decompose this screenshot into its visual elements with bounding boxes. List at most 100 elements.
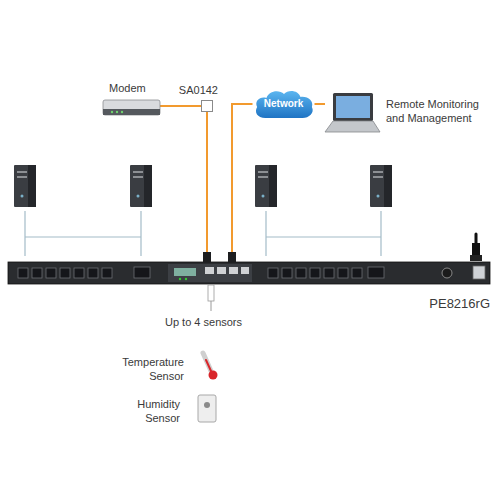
tower-drive [373, 176, 383, 178]
pdu-node: PE8216rG [8, 262, 490, 284]
temperature-sensor: Temperature Sensor [198, 350, 220, 382]
node-text: Network [264, 98, 303, 111]
modem-led [116, 111, 118, 113]
network-cable [232, 104, 253, 262]
computer-tower [370, 165, 392, 207]
sensor-body [198, 395, 216, 422]
node-label: Modem [109, 82, 146, 96]
tower-led [262, 195, 265, 198]
node-text: Remote Monitoring and Management [386, 98, 490, 126]
tower-body [255, 165, 277, 207]
outlet [32, 268, 42, 278]
node-text: Temperature Sensor [112, 356, 184, 384]
power-button [442, 268, 452, 278]
power-wire [25, 211, 141, 256]
modem-led [121, 111, 123, 113]
power-wire [266, 211, 381, 256]
network-port [241, 267, 249, 274]
network-cable [160, 105, 201, 107]
outlet [282, 268, 292, 278]
computer-tower [14, 165, 36, 207]
modem-body [103, 100, 160, 115]
outlet [134, 267, 150, 278]
outlet [338, 268, 348, 278]
tower-side [384, 165, 392, 207]
sensor-cable [208, 285, 214, 301]
pdu-body [8, 262, 490, 284]
outlet [88, 268, 98, 278]
node-text: SA0142 [179, 84, 218, 98]
node-text: Humidity Sensor [108, 398, 180, 426]
tower-side [269, 165, 277, 207]
lcd-display [174, 268, 196, 276]
laptop-keyboard [325, 121, 380, 132]
control-panel [168, 264, 252, 282]
laptop-icon [325, 93, 380, 132]
power-plug [472, 243, 480, 256]
tower-drive [17, 171, 27, 173]
node-label: PE8216rG [429, 296, 490, 312]
network-cable [315, 103, 326, 105]
network-cloud: Network [253, 88, 315, 120]
tower-led [377, 195, 380, 198]
tower-body [370, 165, 392, 207]
thermometer-mercury [206, 360, 211, 371]
sensor-wire [211, 301, 212, 311]
tower-body [14, 165, 36, 207]
computer-tower [130, 165, 152, 207]
outlet [368, 267, 384, 278]
thermometer-icon [203, 353, 218, 380]
node-label: SA0142 [179, 84, 218, 98]
tower-drive [133, 171, 143, 173]
tower-drive [133, 176, 143, 178]
cloud-outline [255, 91, 312, 118]
thermometer-tube [203, 353, 211, 371]
outlet [268, 268, 278, 278]
power-cord [475, 234, 478, 243]
outlet [296, 268, 306, 278]
node-label: Network [253, 88, 315, 120]
modem-icon [103, 100, 160, 115]
tower-side [144, 165, 152, 207]
tower-led [21, 195, 24, 198]
power-plug [470, 255, 482, 261]
status-led [185, 278, 187, 280]
node-label: Remote Monitoring and Management [386, 98, 490, 126]
tower-body [130, 165, 152, 207]
outlet [324, 268, 334, 278]
network-port [205, 267, 214, 274]
network-port [217, 267, 226, 274]
laptop-screen [336, 96, 370, 118]
node-label: Temperature Sensor [112, 356, 184, 384]
tower-drive [373, 171, 383, 173]
node-text: Modem [109, 82, 146, 96]
node-label: Humidity Sensor [108, 398, 180, 426]
laptop-lid [333, 93, 373, 121]
outlet [46, 268, 56, 278]
tower-drive [17, 176, 27, 178]
humidity-sensor: Humidity Sensor [198, 395, 216, 422]
outlet [74, 268, 84, 278]
node-text: PE8216rG [429, 296, 490, 312]
thermometer-bulb [209, 371, 218, 380]
cable-plug [228, 252, 236, 262]
cable-plug [203, 252, 211, 262]
computer-tower [255, 165, 277, 207]
modem-led [111, 111, 113, 113]
adapter-box: SA0142 [201, 100, 213, 112]
power-inlet [473, 266, 485, 279]
status-led [179, 278, 181, 280]
tower-led [137, 195, 140, 198]
outlet [310, 268, 320, 278]
modem-node: Modem [103, 99, 160, 116]
outlet [18, 268, 28, 278]
tower-drive [258, 171, 268, 173]
outlet [102, 268, 112, 278]
sensor-element [204, 402, 210, 408]
sensor-note: Up to 4 sensors [165, 316, 242, 328]
network-port [229, 267, 238, 274]
power-bracket [25, 211, 381, 256]
